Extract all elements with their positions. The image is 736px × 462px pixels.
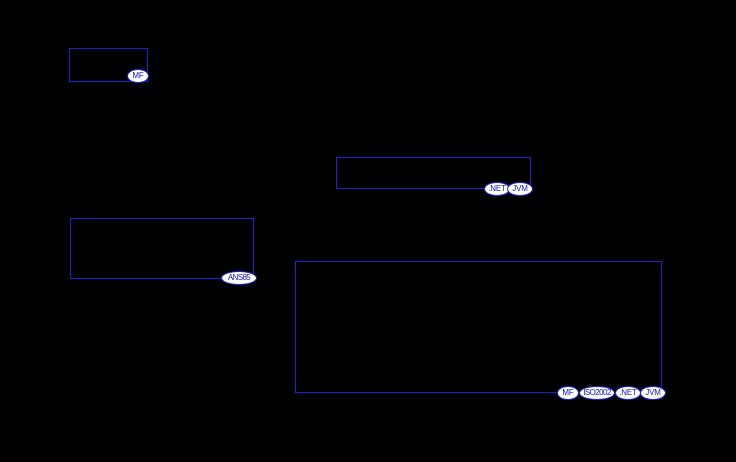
platform-badge[interactable]: JVM bbox=[507, 182, 533, 196]
node-box[interactable] bbox=[70, 218, 254, 279]
platform-badge[interactable]: MF bbox=[127, 69, 149, 83]
platform-badge[interactable]: .NET bbox=[615, 386, 641, 400]
node-box[interactable] bbox=[69, 48, 148, 82]
platform-badge[interactable]: JVM bbox=[640, 386, 666, 400]
platform-badge[interactable]: .NET bbox=[484, 182, 510, 196]
standard-badge[interactable]: ISO2002 bbox=[579, 386, 615, 400]
node-box[interactable] bbox=[295, 261, 662, 393]
node-box[interactable] bbox=[336, 157, 531, 189]
platform-badge[interactable]: MF bbox=[557, 386, 579, 400]
standard-badge[interactable]: ANS85 bbox=[221, 271, 257, 285]
